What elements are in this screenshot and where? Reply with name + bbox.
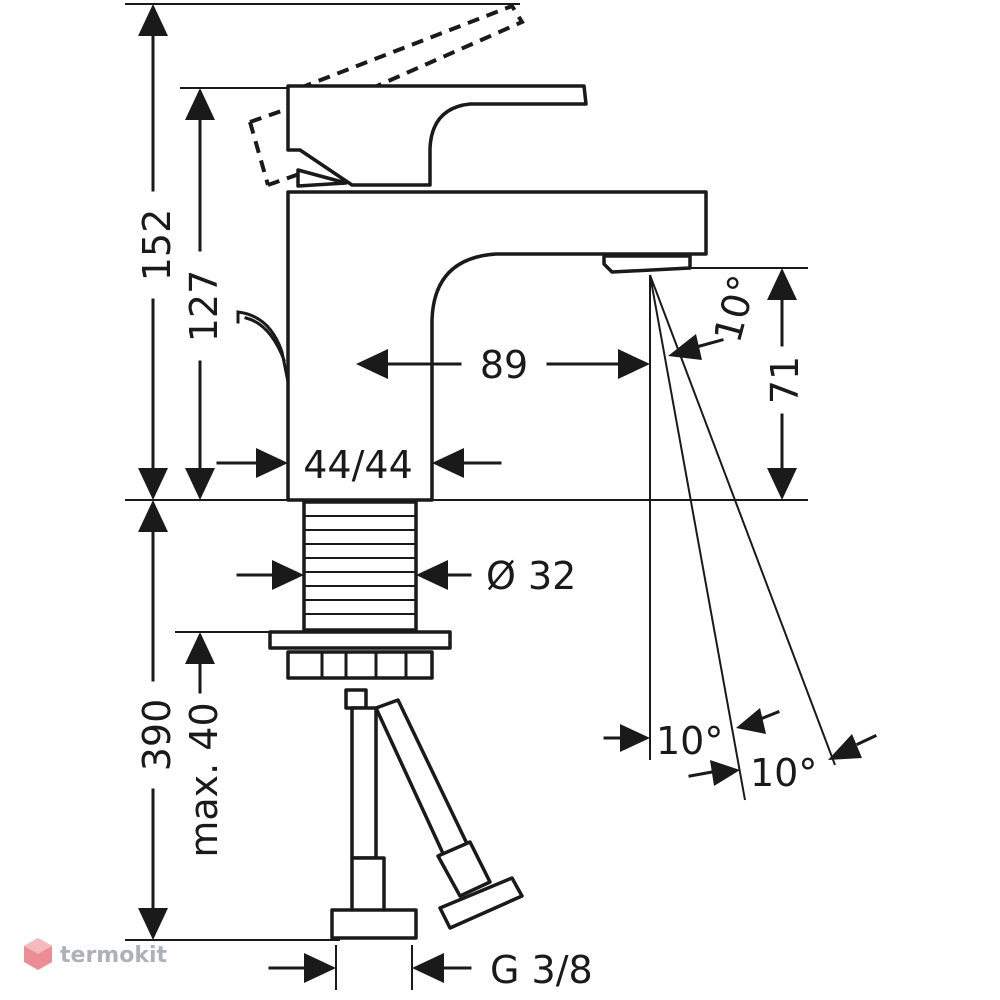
- hose-fitting-right: [436, 840, 492, 898]
- threaded-shank: [302, 500, 418, 632]
- label-base-size: 44/44: [303, 443, 413, 487]
- label-shank-diameter: Ø 32: [486, 554, 576, 598]
- shank-threads: [304, 515, 416, 615]
- arrow-angle-right-b: [828, 734, 862, 760]
- arrow-71-top: [767, 268, 797, 300]
- arrow-angle-left-b: [736, 708, 766, 734]
- mounting-nut: [286, 650, 434, 680]
- arrow-127-bottom: [185, 468, 215, 500]
- lever-handle: [286, 84, 588, 187]
- arrow-44-left: [256, 448, 288, 478]
- arrow-71-bottom: [767, 468, 797, 500]
- label-jet-height: 71: [763, 356, 807, 404]
- arrow-152-top: [138, 4, 168, 36]
- arrow-89-right: [618, 349, 650, 379]
- arrow-390-bottom: [138, 908, 168, 940]
- extension-lines: [125, 3, 836, 990]
- arrow-40-top: [185, 632, 215, 664]
- arrow-152-bottom: [138, 468, 168, 500]
- handle-base: [296, 168, 348, 188]
- arrow-angle-left-a: [620, 724, 650, 752]
- mounting-washer: [268, 630, 452, 650]
- faucet-body: [236, 3, 708, 940]
- arrow-390-top: [138, 500, 168, 532]
- hose-nut-right: [438, 876, 524, 930]
- label-hose-length: 390: [135, 699, 179, 772]
- arrow-g38-right: [412, 953, 444, 983]
- popup-rod: [236, 310, 290, 384]
- arrow-32-left: [272, 560, 304, 590]
- watermark-logo: termokit: [24, 938, 167, 970]
- label-total-height: 152: [135, 209, 179, 282]
- handle-raised-outline: [248, 3, 525, 187]
- dimension-arrows: [138, 4, 862, 983]
- arrow-44-right: [432, 448, 464, 478]
- label-deck-thickness: max. 40: [182, 702, 226, 857]
- arrow-89-left: [356, 349, 388, 379]
- label-angle-right: 10°: [750, 751, 817, 795]
- dimension-lines: [151, 32, 877, 970]
- label-connection-thread: G 3/8: [490, 948, 593, 992]
- hose-diagonal: [374, 698, 472, 862]
- label-spout-reach: 89: [480, 343, 528, 387]
- arrow-angle-top: [668, 334, 702, 360]
- hose-nut-left: [330, 908, 418, 940]
- hose-connector-top: [344, 688, 368, 710]
- aerator: [602, 254, 692, 274]
- arrow-angle-right-a: [710, 760, 740, 786]
- arrow-127-top: [185, 88, 215, 120]
- label-angle-left: 10°: [656, 719, 723, 763]
- label-angle-top: 10°: [705, 270, 765, 346]
- hose-vertical: [350, 706, 378, 860]
- label-spout-height: 127: [182, 270, 226, 343]
- arrow-32-right: [416, 560, 448, 590]
- arrow-g38-left: [304, 953, 336, 983]
- watermark-brand: termokit: [60, 943, 167, 968]
- spout-body: [286, 190, 708, 502]
